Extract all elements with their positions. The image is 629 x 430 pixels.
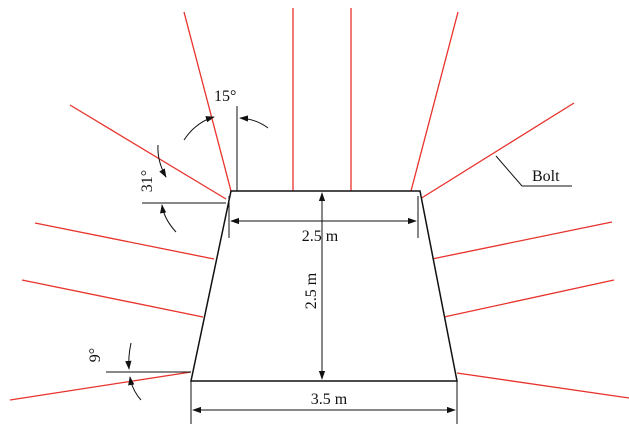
angle-9-label: 9°: [87, 348, 104, 362]
angle-9-arc-lower: [128, 376, 142, 401]
bolt-3: [34, 222, 215, 260]
bolt-10: [431, 221, 613, 260]
angle-annotations: [106, 106, 572, 401]
bolt-12: [456, 372, 629, 399]
angle-31-arc-upper: [157, 144, 167, 178]
bolt-8: [410, 11, 459, 192]
angle-15-arc-right: [239, 115, 269, 129]
angle-15-label: 15°: [214, 88, 236, 105]
bolt-5: [9, 371, 192, 401]
bolt-lines: [9, 8, 629, 401]
height-label: 2.5 m: [303, 272, 320, 309]
bolt-9: [419, 102, 575, 200]
top-width-label: 2.5 m: [302, 228, 339, 245]
bolt-4: [21, 279, 204, 318]
bolt-11: [443, 279, 615, 318]
angle-31-arc-lower: [160, 204, 177, 233]
angle-15-arc-left: [183, 116, 215, 141]
angle-31-label: 31°: [139, 170, 156, 192]
tunnel-section-outline: [190, 190, 458, 382]
angle-9-arc-upper: [125, 342, 132, 370]
dimension-lines: [190, 192, 458, 424]
bolt-label: Bolt: [532, 168, 560, 185]
bolt-2: [69, 104, 227, 200]
bottom-width-label: 3.5 m: [311, 391, 348, 408]
bolt-1: [183, 11, 232, 192]
bolt-leader-line: [495, 155, 572, 187]
